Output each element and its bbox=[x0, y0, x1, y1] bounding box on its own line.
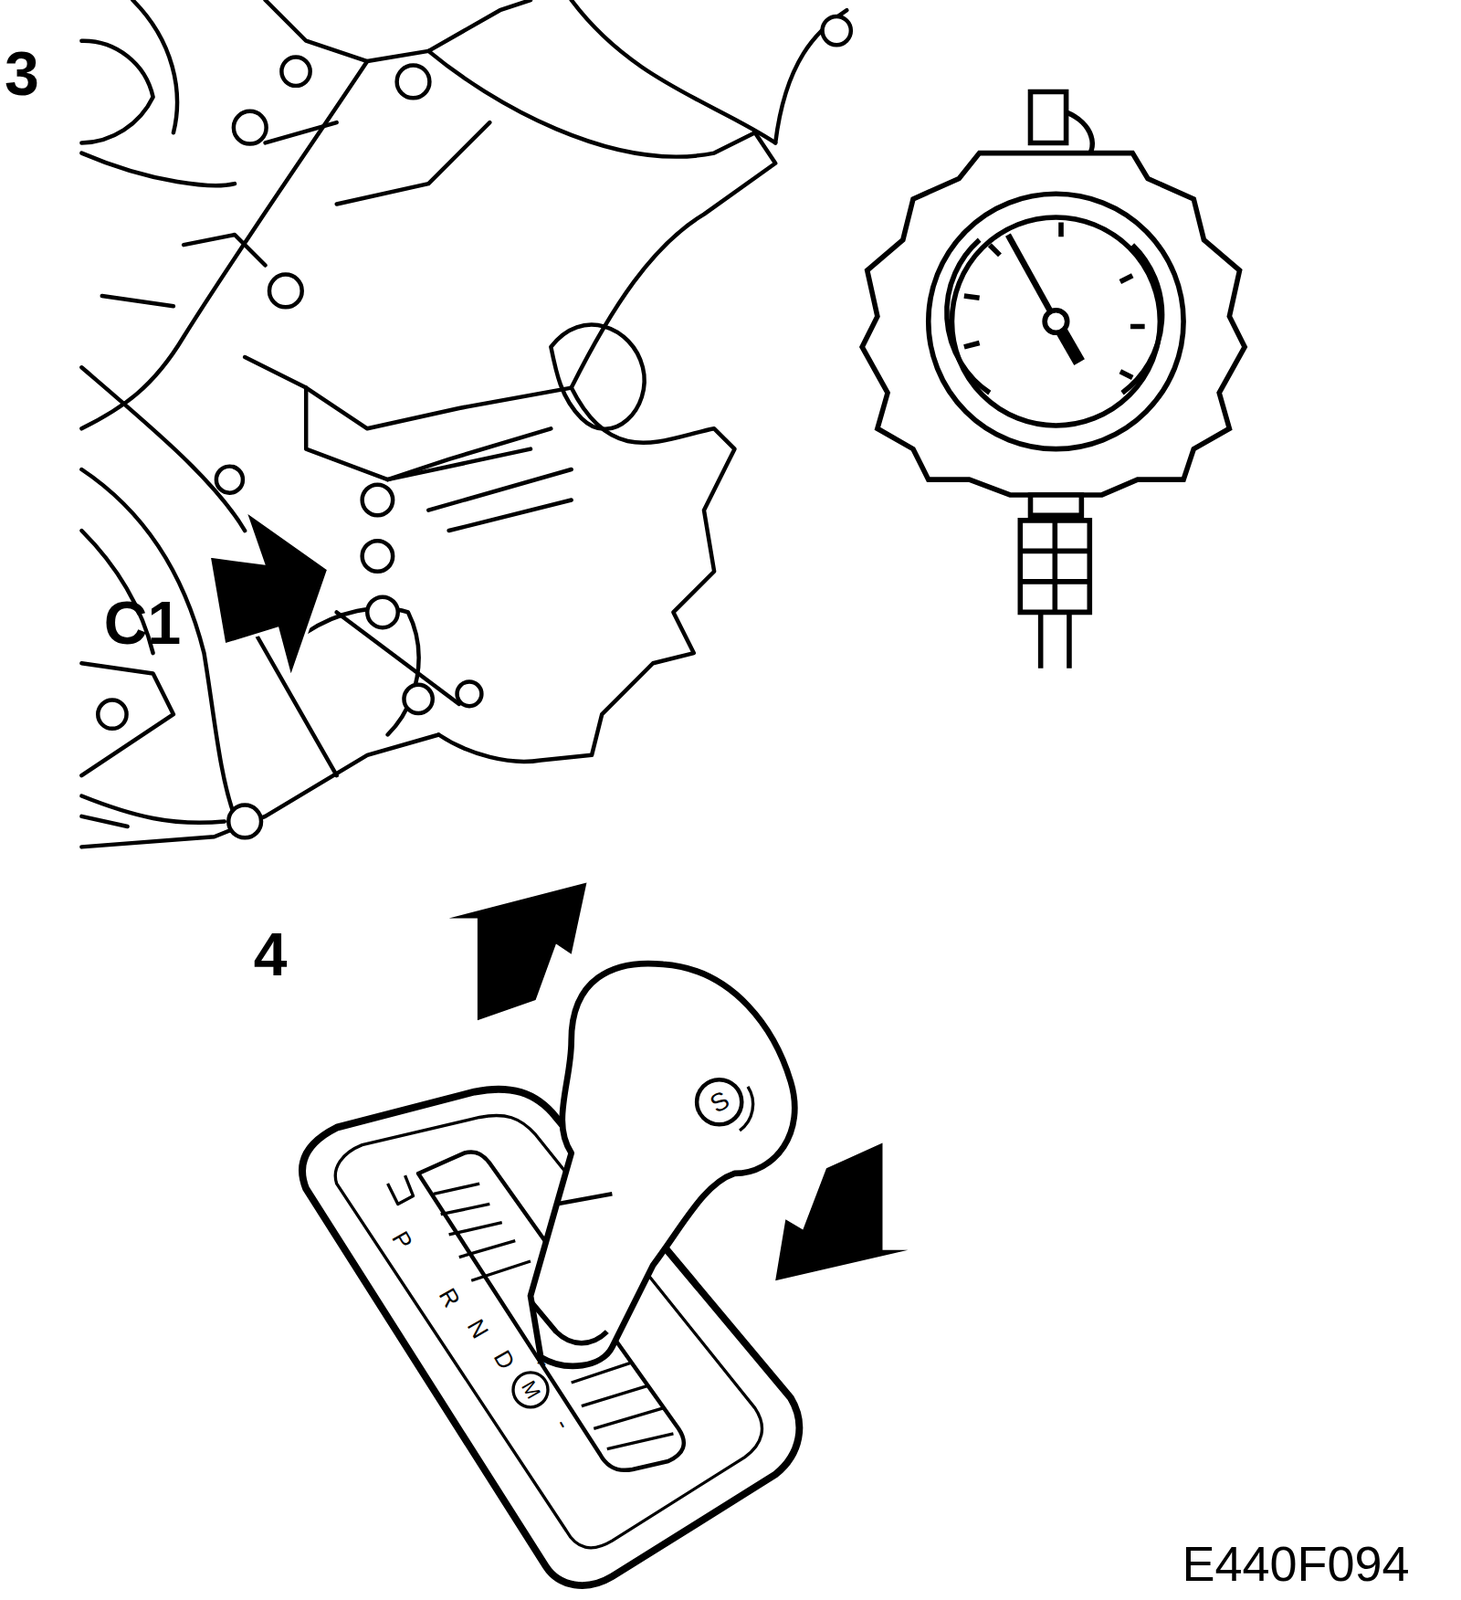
move-arrow bbox=[449, 882, 588, 1021]
step-number: 3 bbox=[4, 42, 40, 105]
transmission-housing bbox=[81, 0, 847, 847]
c1-arrow bbox=[209, 510, 329, 679]
step-number: 4 bbox=[253, 924, 288, 985]
gear-selector bbox=[302, 963, 799, 1586]
pressure-gauge bbox=[861, 92, 1245, 669]
callout-label: C1 bbox=[104, 592, 181, 653]
bolt-heads bbox=[97, 16, 852, 838]
figure-code: E440F094 bbox=[1181, 1538, 1409, 1588]
move-arrow bbox=[775, 1142, 908, 1281]
